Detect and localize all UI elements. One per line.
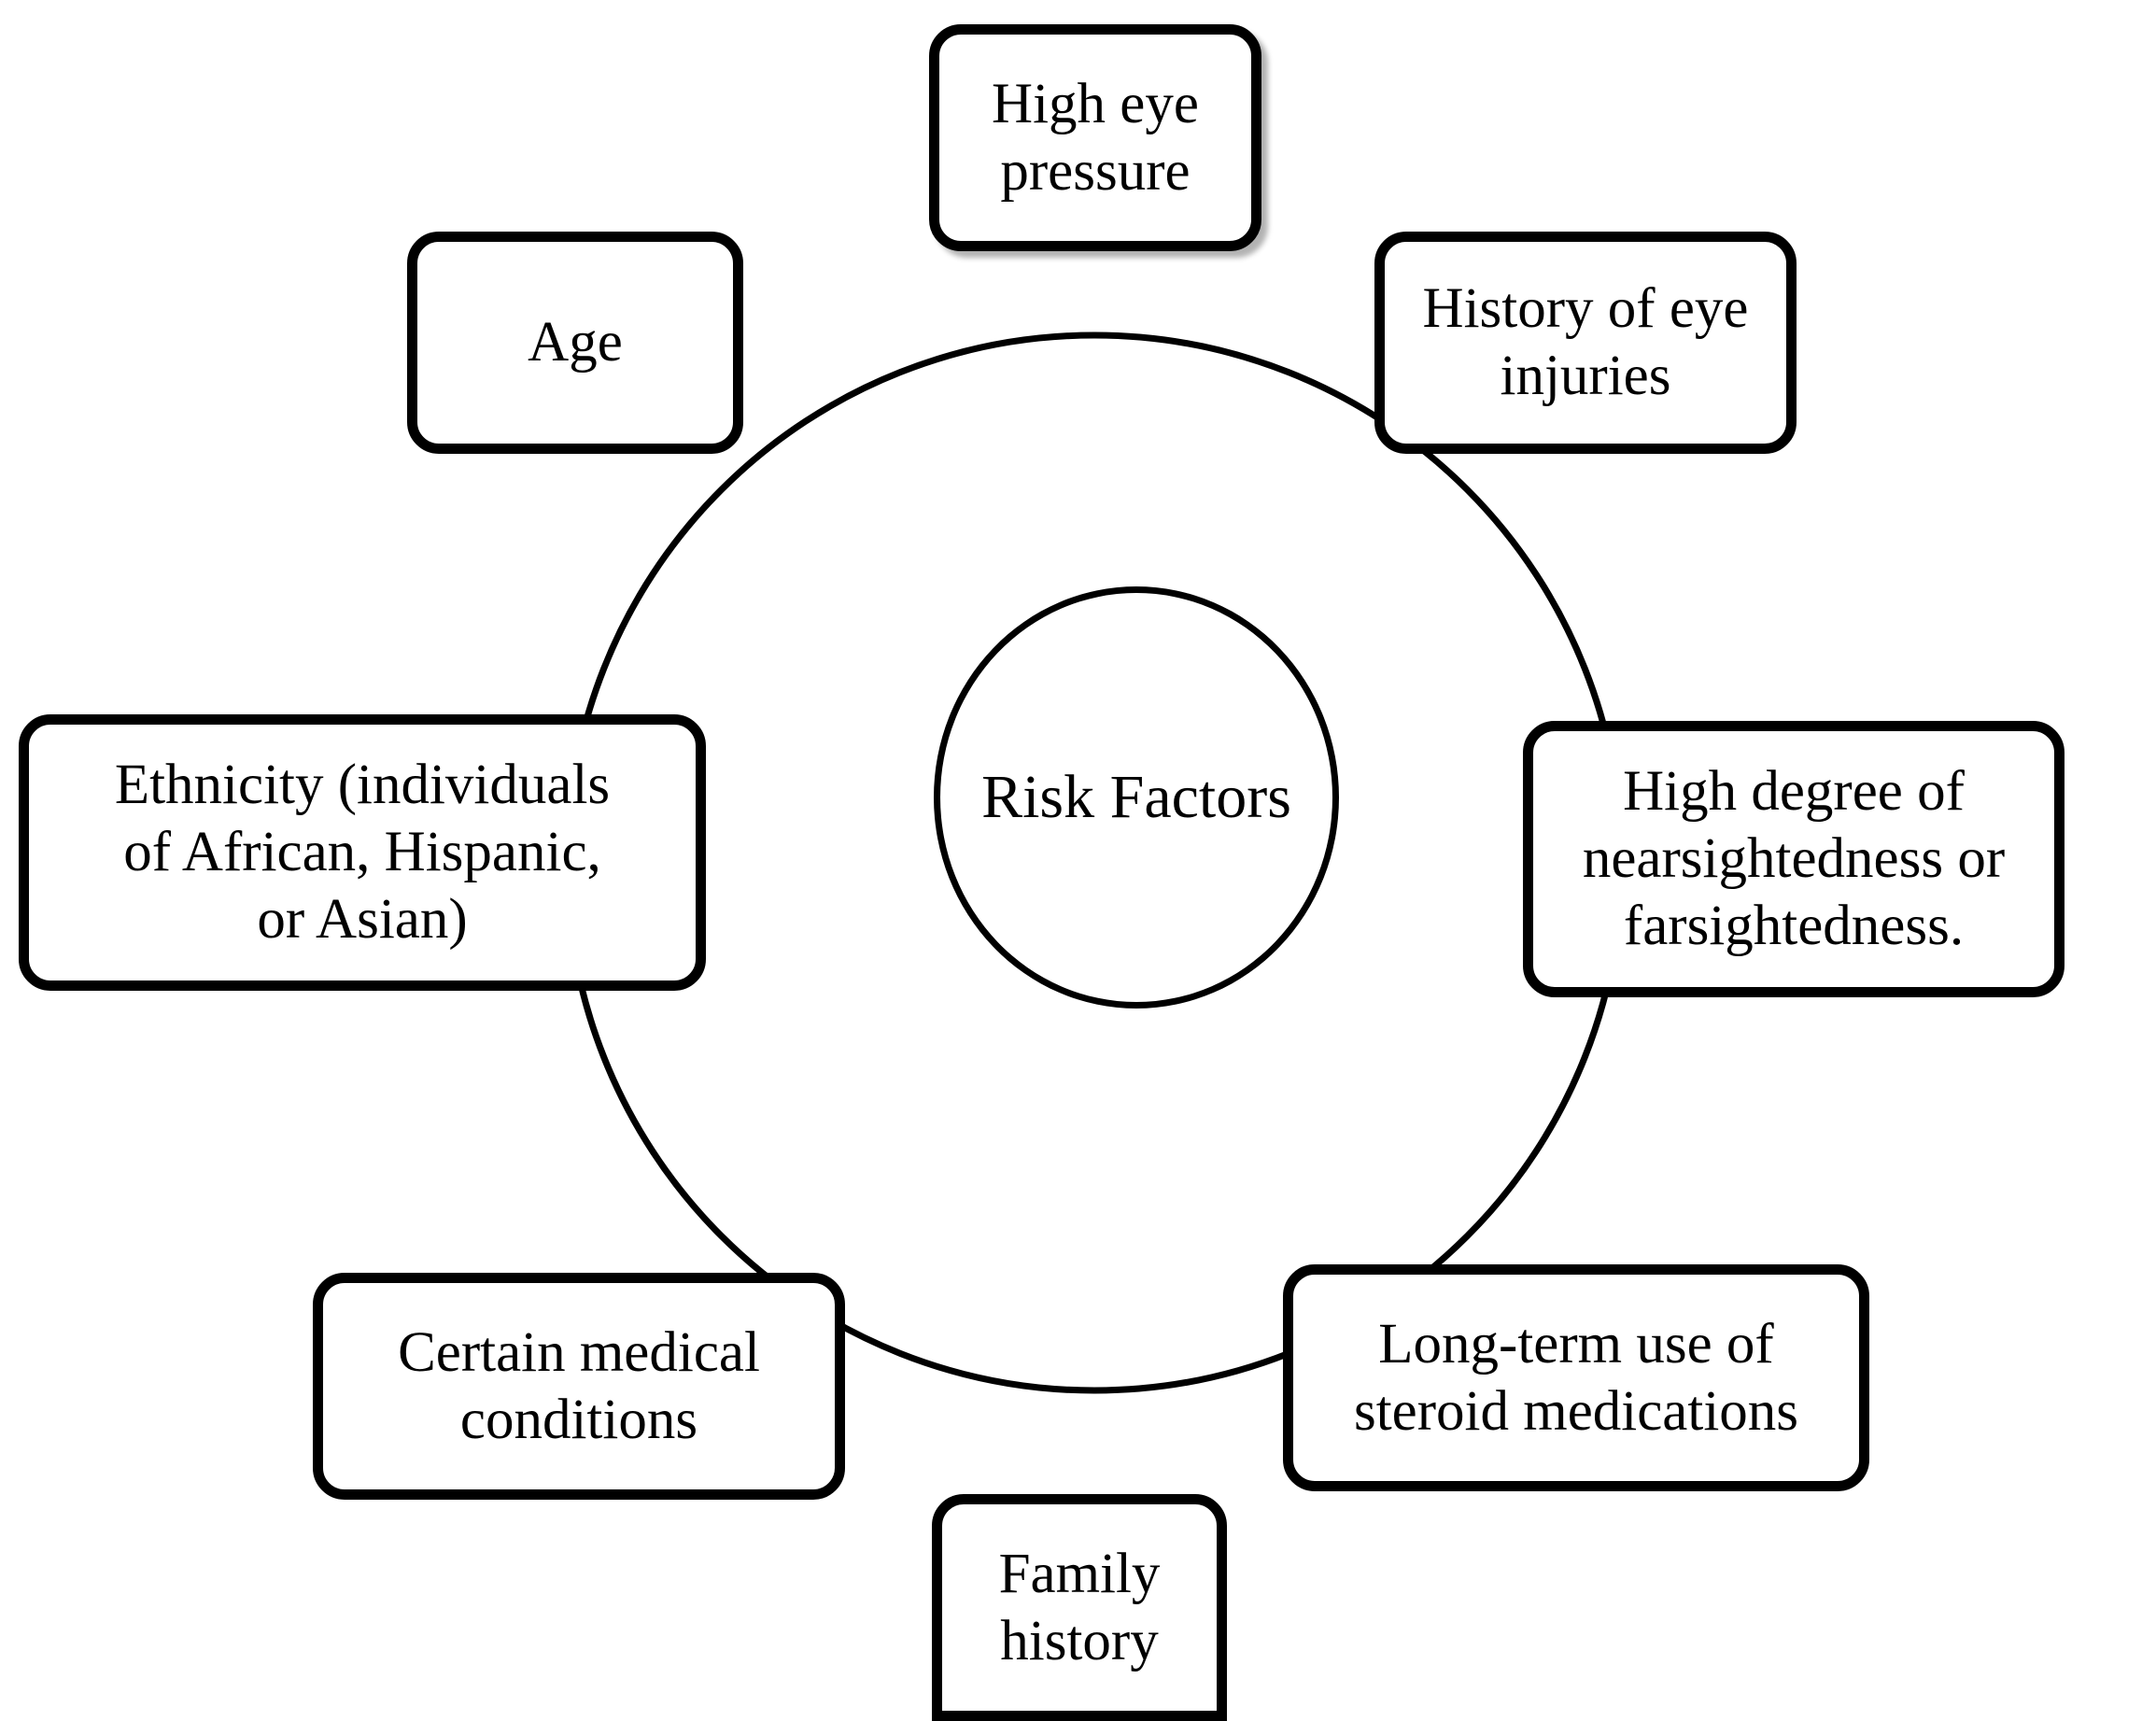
node-family-history[interactable]: Family history	[932, 1494, 1227, 1721]
node-high-eye-pressure-label: High eye pressure	[992, 72, 1199, 203]
node-ethnicity-label: Ethnicity (individuals of African, Hispa…	[114, 754, 611, 951]
node-family-history-label: Family history	[998, 1542, 1161, 1672]
risk-factors-hub-label: Risk Factors	[981, 762, 1291, 831]
node-ethnicity[interactable]: Ethnicity (individuals of African, Hispa…	[19, 714, 706, 991]
node-high-degree-label: High degree of nearsightedness or farsig…	[1582, 760, 2006, 957]
node-high-degree-of-nearsightedness-or-farsightedness[interactable]: High degree of nearsightedness or farsig…	[1523, 721, 2064, 997]
node-high-eye-pressure[interactable]: High eye pressure	[929, 24, 1261, 251]
node-long-term-steroids-label: Long-term use of steroid medications	[1353, 1312, 1799, 1443]
risk-factors-hub: Risk Factors	[934, 586, 1339, 1009]
node-certain-medical-conditions-label: Certain medical conditions	[398, 1320, 760, 1451]
node-age-label: Age	[528, 311, 623, 374]
node-certain-medical-conditions[interactable]: Certain medical conditions	[313, 1273, 845, 1500]
node-long-term-use-of-steroid-medications[interactable]: Long-term use of steroid medications	[1283, 1264, 1869, 1491]
node-history-of-eye-injuries[interactable]: History of eye injuries	[1374, 232, 1797, 454]
node-age[interactable]: Age	[407, 232, 743, 454]
node-history-of-eye-injuries-label: History of eye injuries	[1422, 277, 1749, 407]
